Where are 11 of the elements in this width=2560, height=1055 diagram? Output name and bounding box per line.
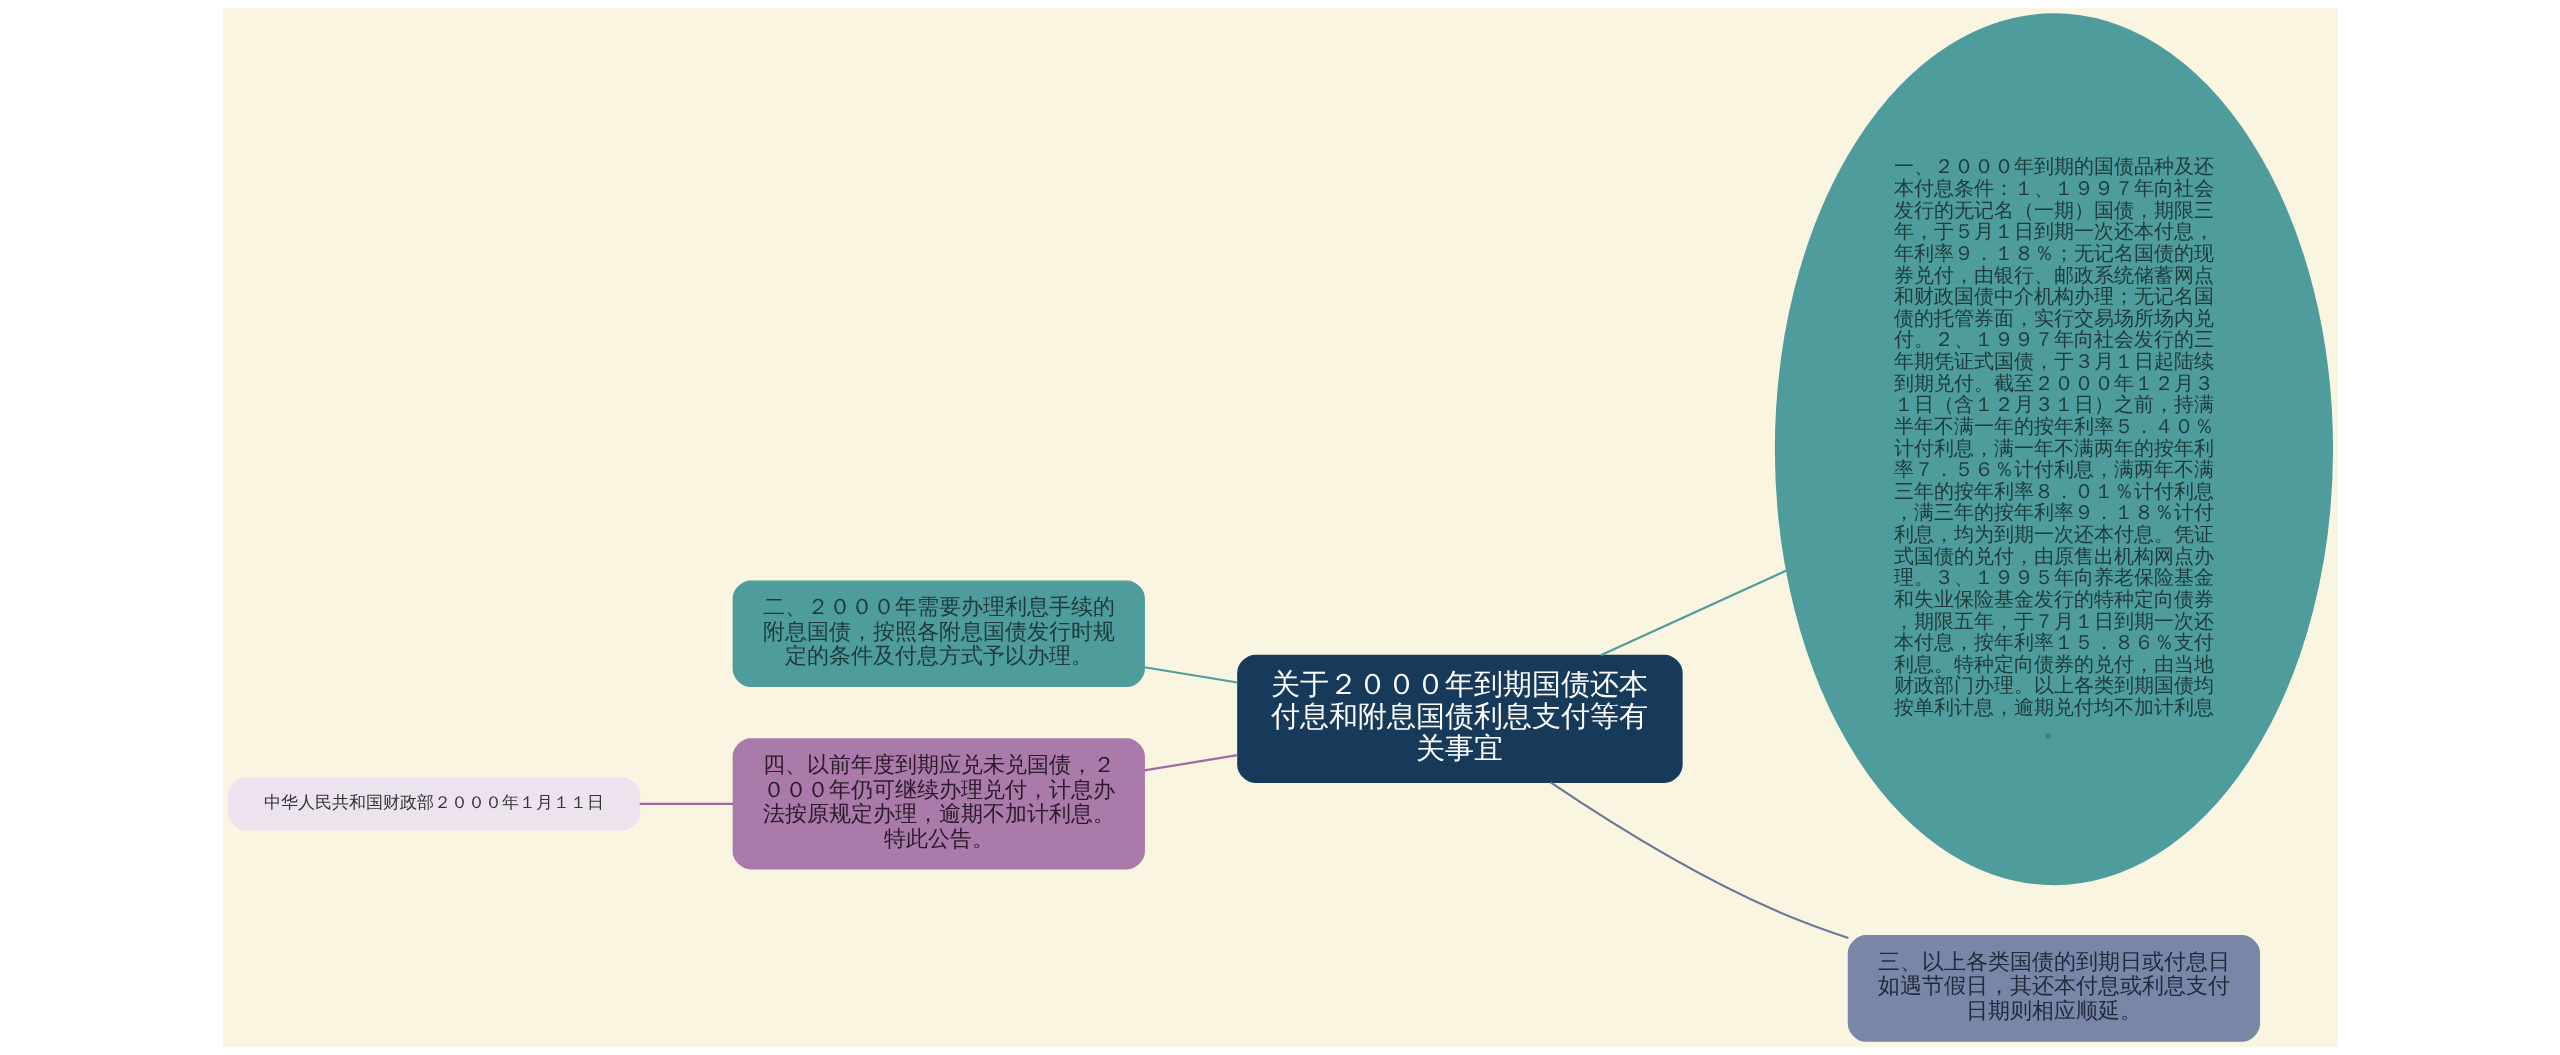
node-box: 三、以上各类国债的到期日或付息日如遇节假日，其还本付息或利息支付日期则相应顺延。 [1847, 935, 2260, 1042]
connector [1549, 781, 1849, 939]
connector [639, 802, 733, 805]
connector [1599, 569, 1787, 657]
node-box: 四、以前年度到期应兑未兑国债，２０００年仍可继续办理兑付，计息办法按原规定办理，逾期不加计利息。特此公告。 [732, 738, 1145, 870]
connector [1143, 666, 1238, 684]
node-box: 二、２０００年需要办理利息手续的附息国债，按照各附息国债发行时规定的条件及付息方式予以办理。 [732, 580, 1145, 688]
node-box: 中华人民共和国财政部２０００年１月１１日 [227, 777, 640, 831]
connector [1143, 754, 1238, 772]
node-box: 关于２０００年到期国债还本付息和附息国债利息支付等有关事宜 [1236, 654, 1683, 783]
node-ellipse: 一、２０００年到期的国债品种及还本付息条件：１、１９９７年向社会发行的无记名（一期）国债，期限三年，于５月１日到期一次还本付息，年利率９．１８％；无记名国债的现券兑付，由银行、邮政系统储蓄网点和财政国债中介机构办理；无记名国债的托管券面，实行交易场所场内兑付。２、１９９７年向社会发行的三年期凭证式国债，于３月１日起陆续到期兑付。截至２０００年１２月３１日（含１２月３１日）之前，持满半年不满一年的按年利率５．４０％计付利息，满一年不满两年的按年利率７．５６％计付利息，满两年不满三年的按年利率８．０１％计付利息，满三年的按年利率９．１８％计付利息，均为到期一次还本付息。凭证式国债的兑付，由原售出机构网点办理。３、１９９５年向养老保险基金和失业保险基金发行的特种定向债券，期限五年，于７月１日到期一次还本付息，按年利率１５．８６％支付利息。特种定向债券的兑付，由当地财政部门办理。以上各类到期国债均按单利计息，逾期兑付均不加计利息。 [1774, 13, 2333, 886]
